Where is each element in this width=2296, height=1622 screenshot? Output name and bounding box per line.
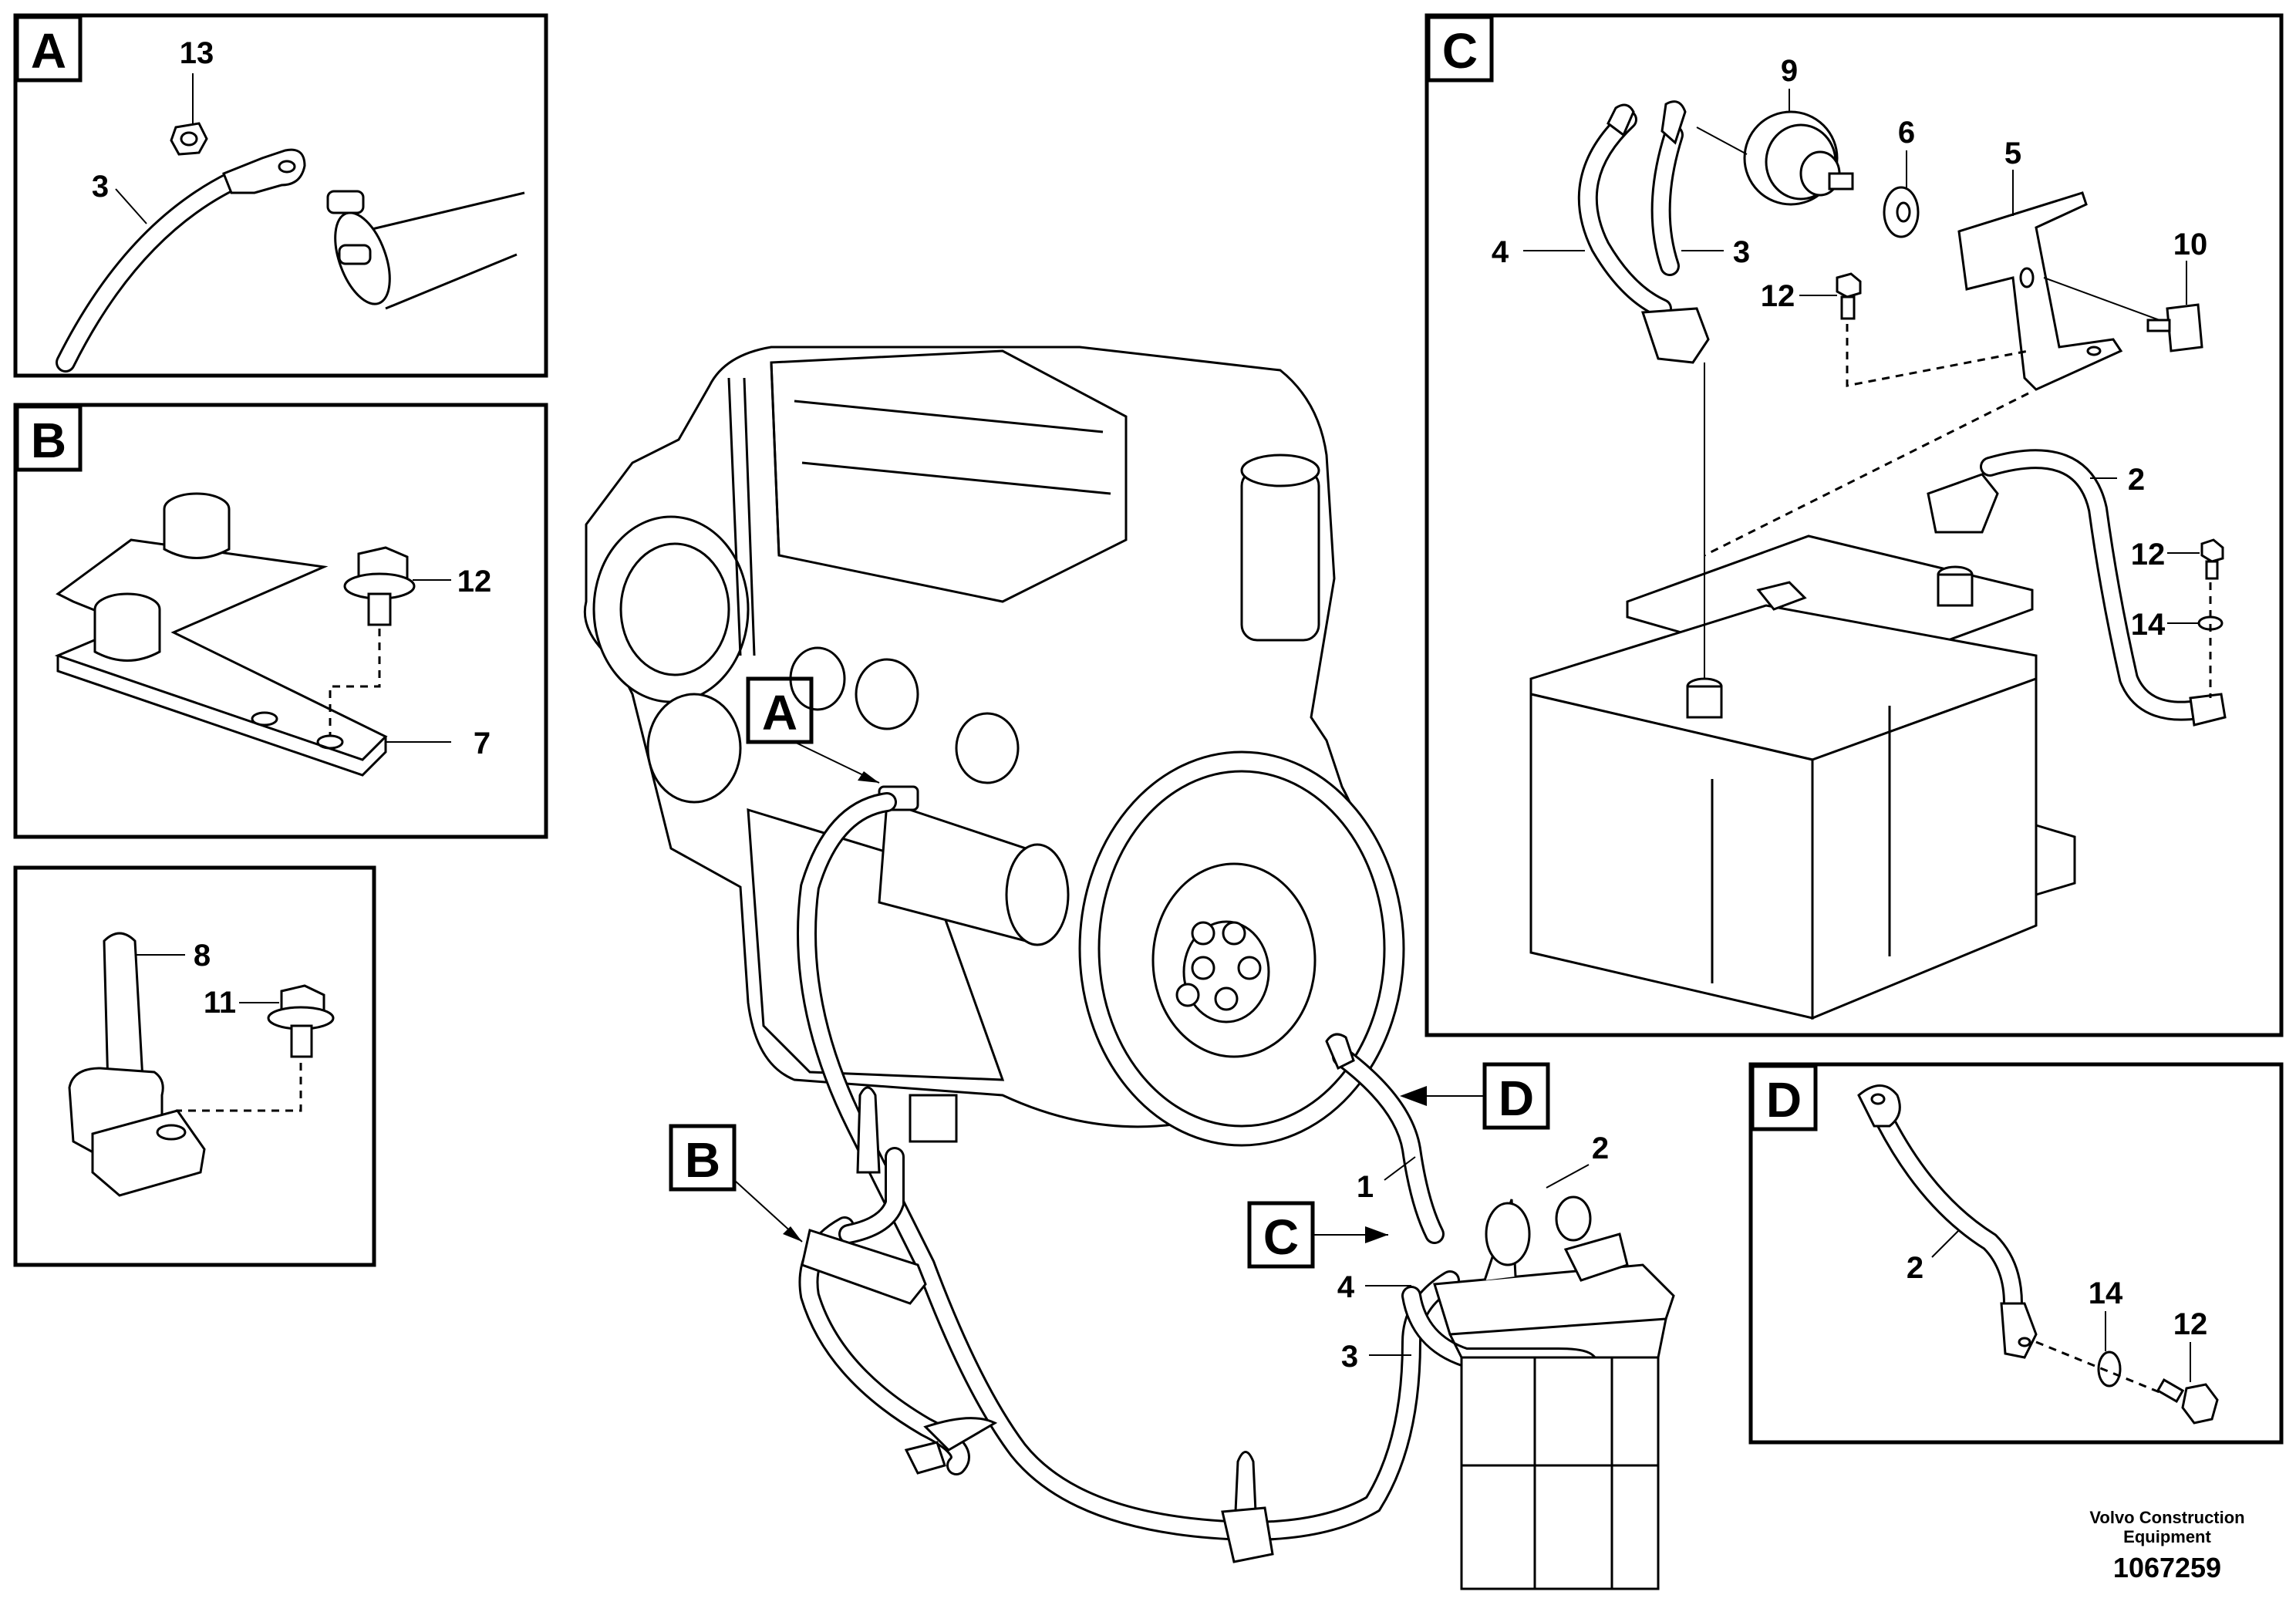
detail-a-letter: A: [31, 23, 66, 79]
item-6-label: 6: [1898, 116, 1915, 150]
cable-clip-8: [68, 932, 206, 1197]
svg-text:C: C: [1263, 1209, 1299, 1265]
detail-c-panel: C: [1424, 13, 2284, 1037]
item-11-label: 11: [204, 986, 236, 1020]
item-3-label: 3: [92, 170, 109, 204]
item-12d-label: 12: [2173, 1307, 2208, 1341]
main-cable-3: [797, 792, 1460, 1542]
battery-cable-3: [56, 148, 306, 373]
item-9-label: 9: [1781, 54, 1798, 88]
detail-b-panel: B 12 7: [13, 403, 548, 839]
detail-c-letter: C: [1442, 23, 1478, 79]
item-10-label: 10: [2173, 228, 2208, 261]
bolt-12: [343, 546, 416, 626]
cable-4: [1577, 103, 1710, 364]
detail-d-letter: D: [1766, 1072, 1802, 1128]
main-cable-1: [1325, 1033, 1445, 1244]
bolt-12-d: [2156, 1378, 2219, 1425]
starter-solenoid: [326, 190, 525, 310]
item-12c-label: 12: [1761, 279, 1795, 313]
item-14c-label: 14: [2131, 608, 2166, 642]
main-item-4-label: 4: [1337, 1270, 1355, 1304]
washer-14-d: [2097, 1351, 2122, 1388]
detail-d-panel: D 2 14 12: [1748, 1062, 2284, 1445]
footer-block: Volvo Construction Equipment 1067259: [2089, 1508, 2244, 1583]
callout-a: A: [746, 676, 880, 784]
flywheel: [1078, 750, 1405, 1147]
item-8-label: 8: [194, 939, 211, 973]
bracket-5: [1957, 191, 2123, 391]
item-3c-label: 3: [1733, 235, 1750, 269]
main-battery: [1433, 1195, 1675, 1590]
item-12c2-label: 12: [2131, 538, 2166, 572]
item-2c-label: 2: [2128, 463, 2145, 497]
brand-line-1: Volvo Construction: [2089, 1508, 2244, 1527]
svg-text:A: A: [762, 685, 797, 740]
drawing-number: 1067259: [2113, 1552, 2221, 1583]
bolt-12-c2: [2200, 538, 2224, 580]
item-12-label: 12: [457, 565, 492, 599]
item-13-label: 13: [180, 36, 214, 70]
isolator-switch-9: [1696, 110, 1854, 206]
svg-text:D: D: [1499, 1071, 1534, 1126]
nut-13: [170, 122, 208, 156]
bolt-12-c: [1836, 272, 1862, 320]
bracket-7: [54, 492, 388, 777]
callout-d: D: [1400, 1062, 1550, 1130]
svg-text:B: B: [685, 1132, 720, 1188]
cable-clip-main-1: [801, 1086, 927, 1305]
detail-clip-panel: 8 11: [13, 865, 376, 1267]
cable-2-d: [1857, 1084, 2038, 1359]
item-14d-label: 14: [2089, 1276, 2123, 1310]
item-7-label: 7: [474, 727, 491, 760]
cable-clip-main-3: [1221, 1451, 1274, 1563]
main-item-3-label: 3: [1341, 1340, 1358, 1374]
item-5-label: 5: [2004, 137, 2021, 170]
bolt-11: [267, 984, 335, 1058]
cable-2-c: [1927, 449, 2227, 727]
callout-b: B: [669, 1124, 803, 1243]
washer-6: [1883, 186, 1920, 238]
engine-assembly: [583, 346, 1405, 1147]
cable-3: [1650, 100, 1687, 276]
key-10: [2146, 303, 2203, 352]
cable-clip-main-2: [904, 1417, 998, 1475]
main-item-2-label: 2: [1592, 1131, 1609, 1165]
detail-b-letter: B: [31, 413, 66, 468]
battery: [1529, 534, 2076, 1020]
callout-c: C: [1247, 1201, 1388, 1269]
detail-a-panel: A 13 3: [13, 13, 548, 378]
brand-line-2: Equipment: [2123, 1527, 2211, 1546]
item-2d-label: 2: [1907, 1251, 1923, 1285]
main-item-1-label: 1: [1357, 1170, 1374, 1204]
item-4-label: 4: [1492, 235, 1509, 269]
